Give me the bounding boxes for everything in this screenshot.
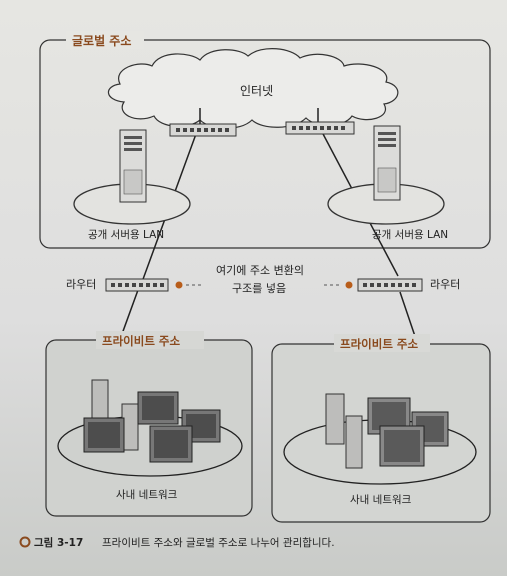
global-address-label: 글로벌 주소	[72, 33, 131, 48]
router-left-label: 라우터	[66, 278, 96, 291]
nat-note-line1: 여기에 주소 변환의	[216, 264, 304, 277]
internet-label: 인터넷	[240, 84, 273, 98]
nat-note-line2: 구조를 넣음	[232, 282, 286, 295]
router-right-icon	[357, 278, 423, 292]
server-left-icon	[119, 129, 147, 203]
switch-top-left-icon	[169, 123, 237, 137]
public-lan-right-label: 공개 서버용 LAN	[372, 229, 448, 241]
caption-figure-number: 그림 3-17	[34, 537, 83, 549]
private-left-label-bg	[96, 331, 204, 349]
server-right-icon	[373, 125, 401, 201]
pc-cluster-right-icon	[325, 393, 449, 469]
router-right-label: 라우터	[430, 278, 460, 291]
global-address-box	[39, 39, 491, 249]
caption-bullet-icon	[19, 536, 31, 548]
caption-text: 프라이비트 주소와 글로벌 주소로 나누어 관리합니다.	[102, 537, 335, 549]
router-left-icon	[105, 278, 169, 292]
pc-cluster-left-icon	[83, 379, 221, 463]
private-address-right-label: 프라이비트 주소	[340, 337, 418, 351]
internal-lan-right-label: 사내 네트워크	[350, 493, 412, 506]
router-left-dot	[175, 281, 183, 289]
private-right-label-bg	[334, 334, 430, 352]
private-address-left-label: 프라이비트 주소	[102, 334, 180, 348]
switch-top-right-icon	[285, 121, 355, 135]
internal-lan-left-label: 사내 네트워크	[116, 488, 178, 501]
public-lan-left-label: 공개 서버용 LAN	[88, 229, 164, 241]
internet-cloud-icon	[107, 48, 399, 129]
global-label-bg	[66, 31, 144, 49]
router-right-dot	[345, 281, 353, 289]
